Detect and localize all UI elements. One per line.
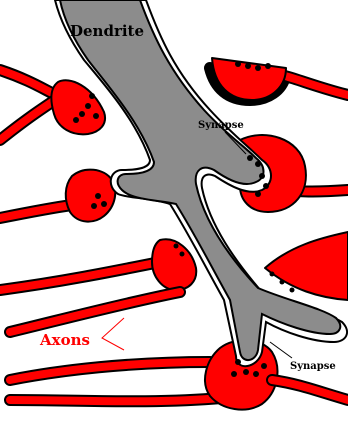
synapse-label-bottom: Synapse	[290, 361, 336, 372]
axons-label: Axons	[39, 331, 90, 349]
synapse-label-top: Synapse	[198, 120, 244, 131]
axon-long-left	[0, 239, 222, 401]
dendrite-label: Dendrite	[70, 22, 144, 40]
axons-pointer	[102, 318, 124, 350]
axon-terminal-right-wedge	[265, 232, 348, 300]
axon-terminal-top-right	[210, 58, 348, 100]
axon-terminal-synapse-bottom	[205, 340, 348, 409]
